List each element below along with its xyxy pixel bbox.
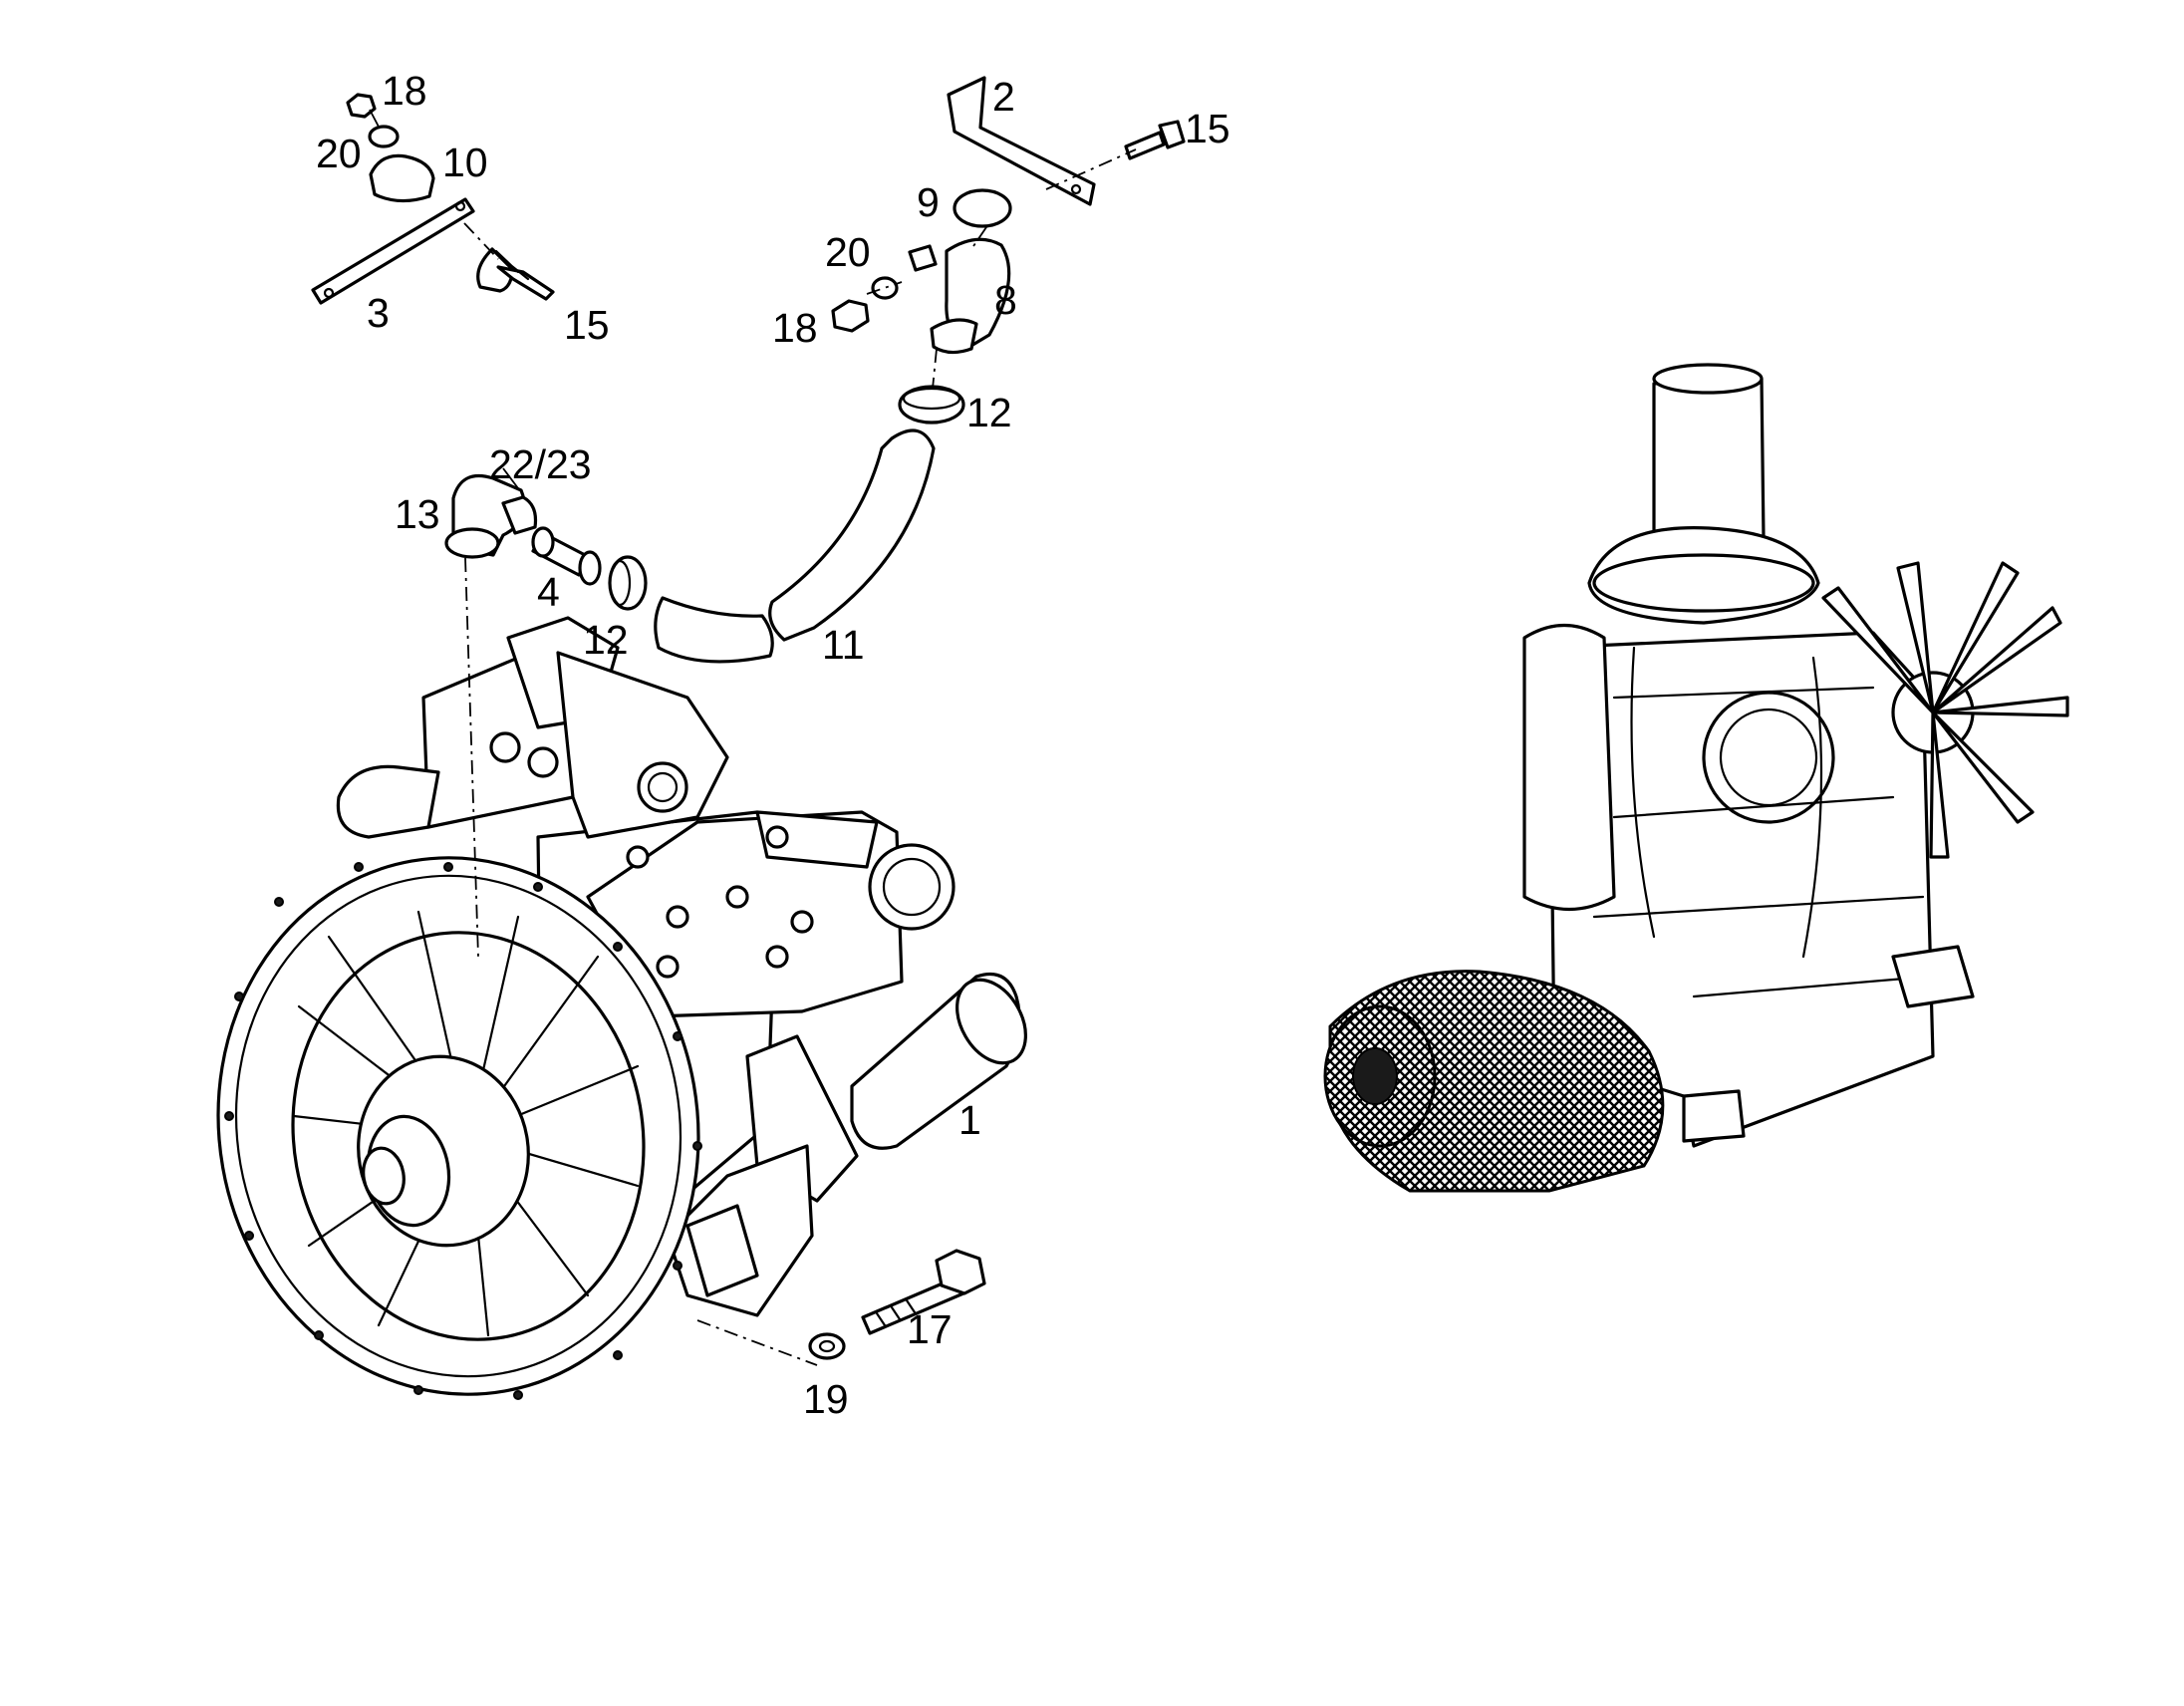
washer-19-drawing <box>808 1332 846 1360</box>
fitting-4-drawing <box>531 526 602 586</box>
callout-12-upper: 12 <box>966 390 1012 435</box>
washer-20-drawing <box>368 125 400 148</box>
bracket-2-drawing <box>947 76 1096 206</box>
callout-20-right: 20 <box>825 229 871 275</box>
pump-assembly-drawing <box>216 616 1027 1400</box>
bolt-15-right-drawing <box>1124 120 1186 160</box>
callout-20-upper-left: 20 <box>316 131 362 176</box>
callout-17: 17 <box>907 1306 953 1352</box>
callout-13: 13 <box>395 491 440 537</box>
callout-2: 2 <box>992 74 1015 120</box>
bracket-3-drawing <box>311 197 475 305</box>
hose-clamp-12-lower-drawing <box>608 555 648 611</box>
callout-3: 3 <box>367 290 390 336</box>
breather-8-drawing <box>908 237 1011 355</box>
callout-18-upper-left: 18 <box>382 68 427 114</box>
callout-12-lower: 12 <box>583 617 629 663</box>
hose-11-drawing <box>654 428 936 664</box>
washer-20-right-drawing <box>871 276 899 300</box>
leader-lines <box>369 109 1137 1366</box>
callout-18-right: 18 <box>772 305 818 351</box>
cap-9-drawing <box>953 188 1012 228</box>
callout-10: 10 <box>442 140 488 185</box>
callout-9: 9 <box>917 179 940 225</box>
callout-22-23: 22/23 <box>489 441 592 487</box>
nut-18-drawing <box>346 93 377 119</box>
bolt-17-drawing <box>861 1249 986 1335</box>
callout-19: 19 <box>803 1376 849 1422</box>
elbow-13-drawing <box>444 473 538 559</box>
bolt-15-left-drawing <box>476 247 555 301</box>
callout-15-right: 15 <box>1185 106 1230 151</box>
clamp-10-drawing <box>369 153 435 203</box>
nut-18-right-drawing <box>831 299 870 333</box>
callout-4: 4 <box>537 569 560 615</box>
callout-11: 11 <box>822 622 865 668</box>
hose-clamp-12-upper-drawing <box>898 385 965 425</box>
callout-8: 8 <box>994 277 1017 323</box>
callout-1: 1 <box>958 1097 981 1143</box>
callout-15-left: 15 <box>564 302 610 348</box>
engine-locator-view <box>1323 363 2069 1193</box>
